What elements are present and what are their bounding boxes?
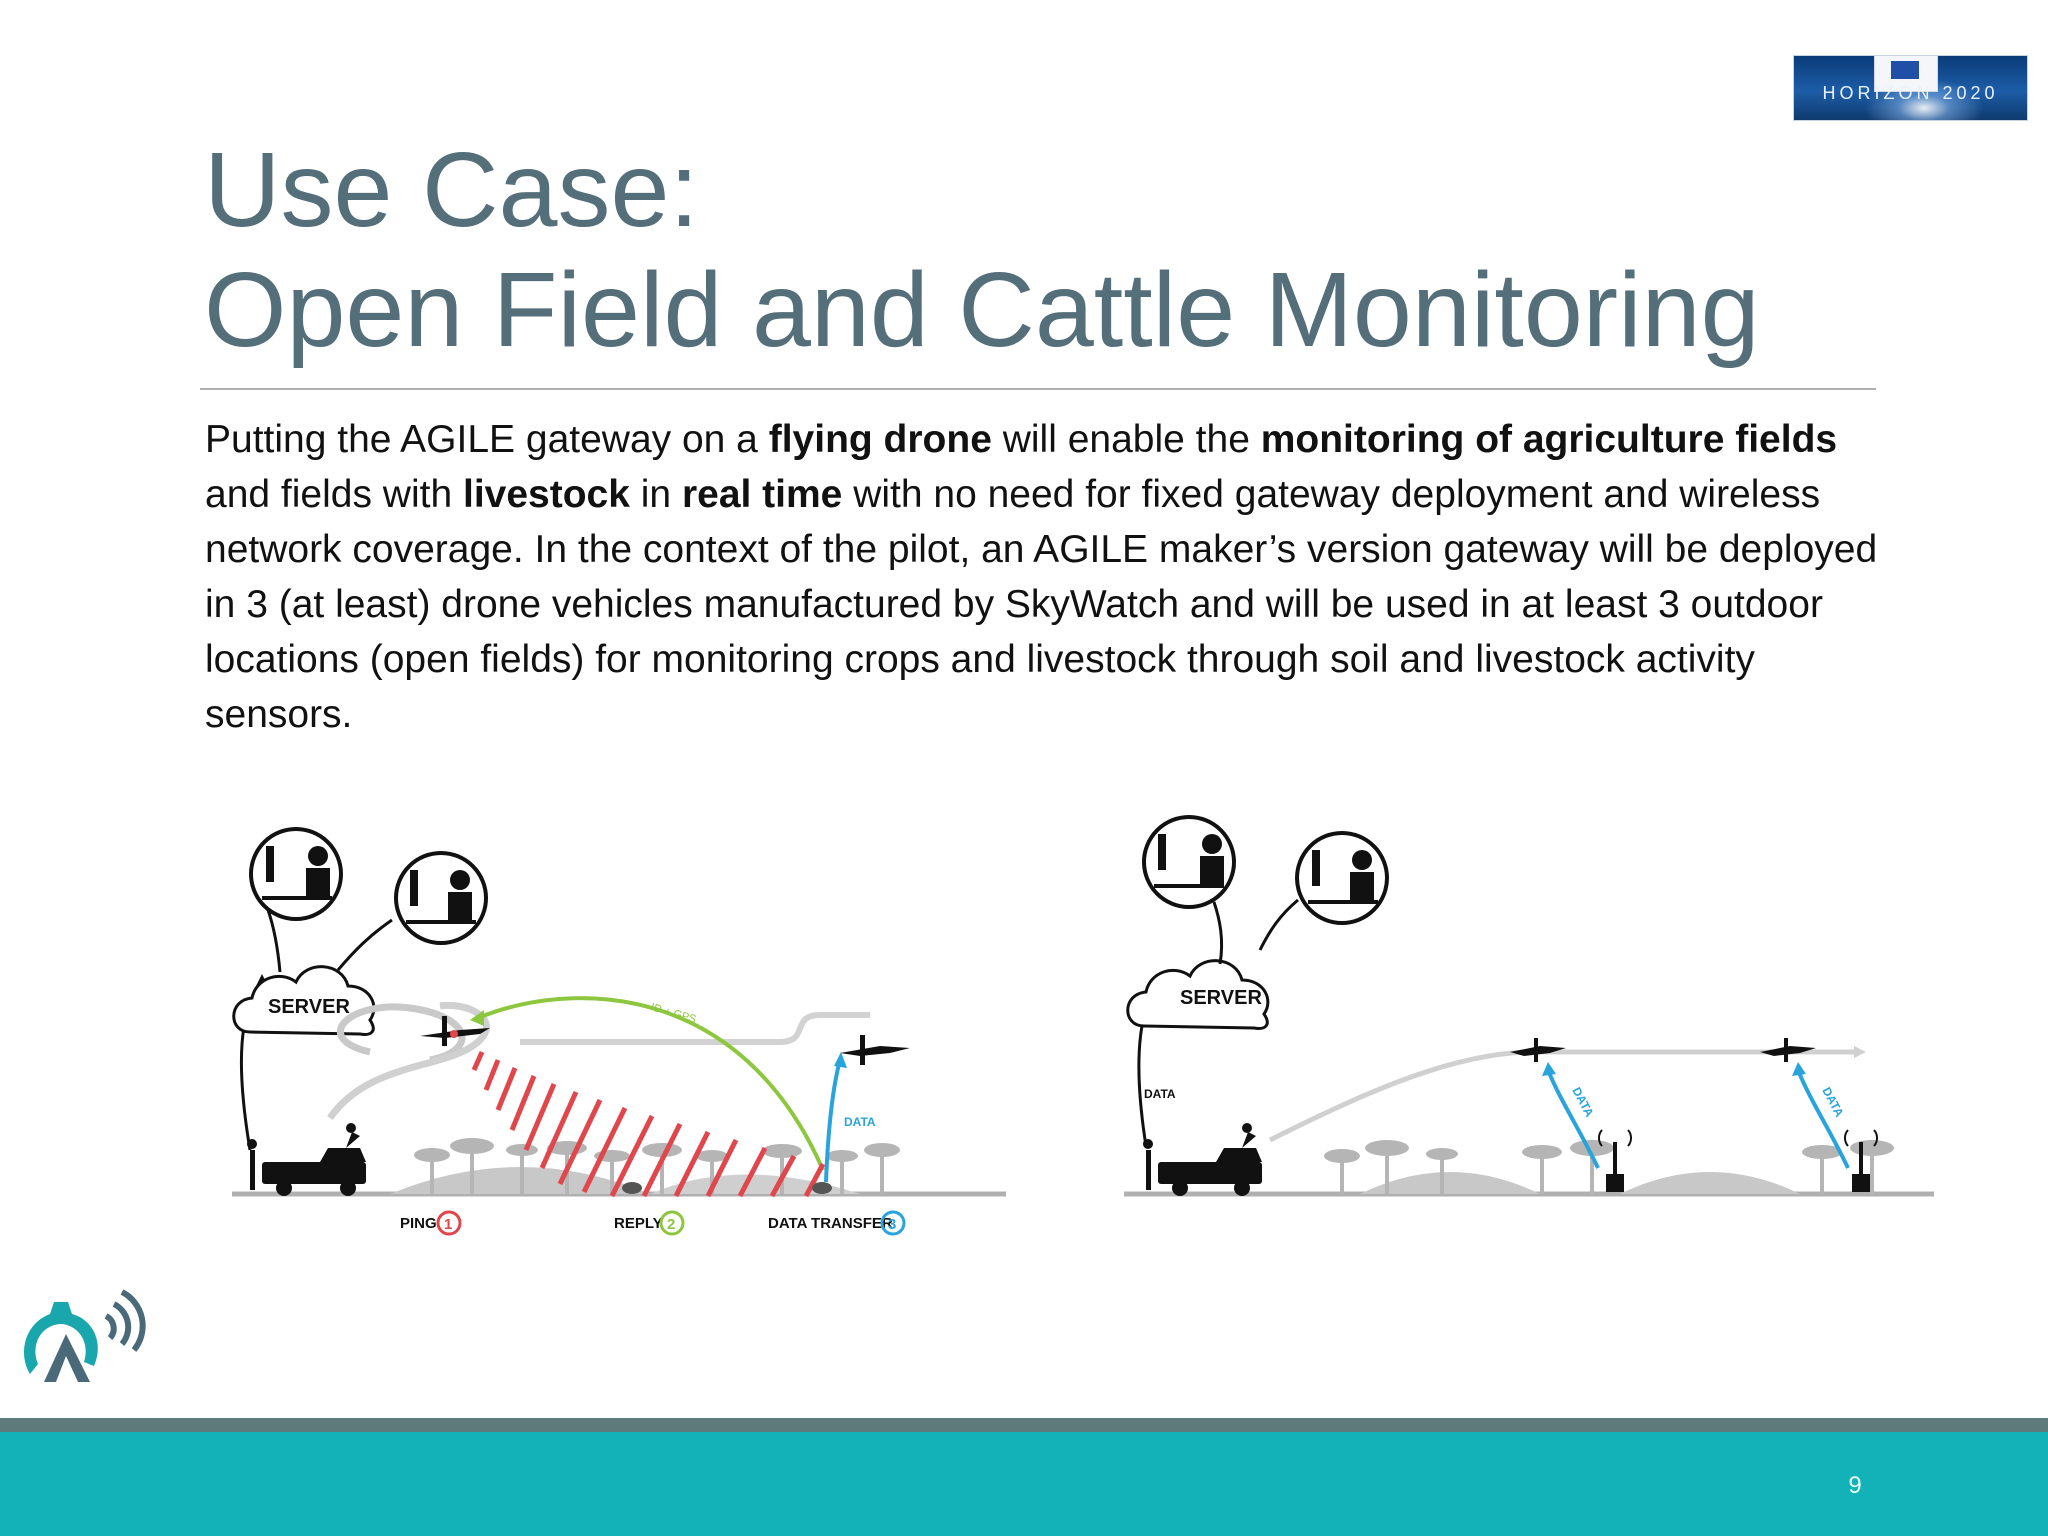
server-label-left: SERVER [268, 996, 350, 1018]
body-bold-flying-drone: flying drone [768, 418, 992, 461]
drone-ping-reply-diagram: SERVER ID + GPS [232, 827, 1006, 1236]
legend-transfer-label: DATA TRANSFER [768, 1215, 893, 1232]
eu-flag-icon [1891, 61, 1919, 79]
server-to-person2-arrow [336, 918, 393, 971]
drone-icon-right-2 [1760, 1038, 1816, 1062]
body-text-2: will enable the [991, 418, 1261, 461]
body-paragraph: Putting the AGILE gateway on a flying dr… [205, 412, 1905, 742]
slide-title-line1: Use Case: [204, 131, 699, 249]
eu-flag-card [1874, 56, 1938, 92]
operator-person-icon [249, 827, 343, 921]
drone-data-collection-diagram: DATA SERVER DATA DATA [1124, 815, 1934, 1197]
hill-right-1 [1360, 1172, 1540, 1194]
horizon-2020-text: HORIZON 2020 [1822, 83, 1999, 103]
legend-reply-num: 2 [667, 1216, 675, 1233]
ping-waves [471, 1050, 826, 1198]
body-bold-monitoring: monitoring of agriculture fields [1260, 418, 1838, 461]
slide-title-line2: Open Field and Cattle Monitoring [204, 251, 1760, 369]
body-text-1: Putting the AGILE gateway on a [205, 418, 769, 461]
reply-arc [477, 996, 825, 1171]
agile-gear-icon [24, 1302, 98, 1382]
analyst-person-icon-right [1295, 831, 1389, 925]
body-text-5: with no need for fixed gateway deploymen… [205, 473, 1878, 736]
truck-icon [247, 1123, 366, 1196]
legend-transfer-badge [880, 1210, 906, 1236]
server-to-person1-arrow-right [1212, 901, 1224, 965]
operator-person-icon-right [1142, 815, 1236, 909]
server-label-right: SERVER [1180, 987, 1262, 1009]
title-divider [200, 388, 1876, 390]
legend-ping-num: 1 [444, 1216, 452, 1233]
truck-icon-right [1143, 1123, 1262, 1196]
data-arrow-mid [1546, 1069, 1600, 1169]
sensor-station-icon-1 [1598, 1129, 1632, 1192]
drone-flight-path-right [1268, 1049, 1860, 1143]
sensor-station-icon-2 [1844, 1129, 1878, 1192]
data-label-mid: DATA [1569, 1085, 1596, 1120]
server-cloud-icon-right [1126, 959, 1270, 1030]
drone-orbit-path [336, 1003, 466, 1064]
body-text-3: and fields with [205, 473, 463, 516]
data-label-right: DATA [1819, 1085, 1846, 1120]
body-text-4: in [629, 473, 682, 516]
tree-group [414, 1138, 900, 1194]
drone-icon-right [840, 1035, 910, 1065]
data-label-truck: DATA [1144, 1087, 1176, 1101]
data-arrow-left [824, 1059, 842, 1183]
body-bold-real-time: real time [681, 473, 843, 516]
legend-reply-badge [659, 1210, 685, 1236]
horizon-2020-logo: HORIZON 2020 [1793, 55, 2028, 121]
drone-icon-left [420, 1016, 490, 1046]
legend-ping-badge [436, 1210, 462, 1236]
id-gps-label: ID + GPS [649, 1001, 697, 1025]
data-label-left: DATA [844, 1115, 876, 1129]
legend-ping-label: PING [400, 1215, 437, 1232]
page-number: 9 [1848, 1472, 1862, 1499]
legend-reply-label: REPLY [614, 1215, 663, 1232]
server-cloud-icon [232, 965, 376, 1036]
drone-return-path [327, 1001, 490, 1121]
data-arrow-right [1796, 1069, 1850, 1169]
agile-signal-icon [104, 1289, 146, 1352]
agile-logo [24, 1289, 146, 1382]
footer-accent-line [0, 1418, 2048, 1432]
drone-turn-path [779, 1012, 870, 1045]
drone-icon-right-1 [1510, 1038, 1566, 1062]
server-to-person2-arrow-right [1258, 898, 1299, 951]
footer-bar [0, 1432, 2048, 1536]
analyst-person-icon [394, 851, 488, 945]
cattle-icon [622, 1182, 832, 1194]
hill-right-2 [1620, 1172, 1800, 1194]
body-bold-livestock: livestock [462, 473, 630, 516]
slide-title: Use Case: Open Field and Cattle Monitori… [204, 130, 1904, 370]
legend-transfer-num: 3 [888, 1216, 896, 1233]
server-to-person1-arrow [266, 909, 282, 973]
